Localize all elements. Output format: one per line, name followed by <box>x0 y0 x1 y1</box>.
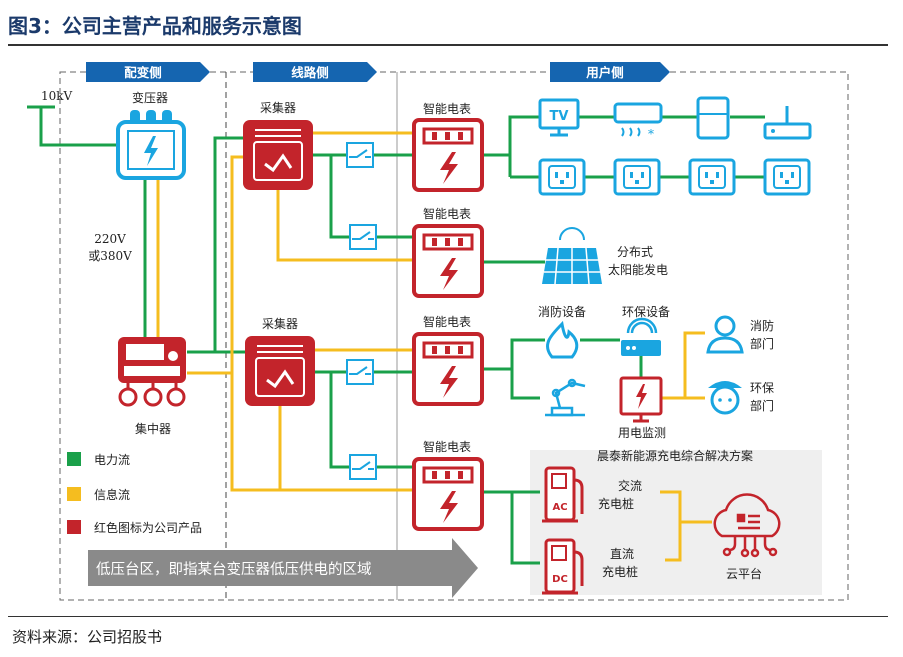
svg-text:TV: TV <box>550 109 569 124</box>
title-rule <box>8 44 888 46</box>
banner-line: 线路侧 <box>253 62 377 82</box>
svg-text:配变侧: 配变侧 <box>124 65 162 80</box>
firefighter-icon <box>706 315 744 354</box>
svg-text:线路侧: 线路侧 <box>291 65 329 80</box>
banner-user: 用户侧 <box>550 62 670 82</box>
smart-meter-label: 智能电表 <box>423 101 471 116</box>
cloud-platform-icon <box>713 493 781 558</box>
socket-icon <box>763 158 811 196</box>
env-dept-label: 环保 <box>750 381 774 395</box>
fridge-icon <box>696 96 730 140</box>
solar-panel-icon <box>542 227 602 285</box>
legend-info-label: 信息流 <box>94 487 130 502</box>
fire-icon <box>546 320 579 359</box>
power-flow-lines <box>27 105 765 565</box>
socket-icon <box>538 158 586 196</box>
legend-product-label: 红色图标为公司产品 <box>94 520 202 535</box>
collector-label: 采集器 <box>260 100 296 115</box>
solar-label: 分布式 <box>617 245 653 259</box>
legend-info-swatch <box>67 487 81 501</box>
robot-arm-icon <box>545 378 586 417</box>
switch-icon <box>346 142 374 168</box>
env-dept-label-2: 部门 <box>750 398 774 413</box>
smart-meter-label: 智能电表 <box>423 206 471 221</box>
solar-label-2: 太阳能发电 <box>608 262 668 277</box>
fire-dept-label-2: 部门 <box>750 336 774 351</box>
socket-icon <box>613 158 661 196</box>
env-sensor-icon <box>621 317 661 356</box>
dc-charger-label-2: 充电桩 <box>602 564 638 579</box>
air-conditioner-icon: * <box>613 102 663 141</box>
low-voltage-area-arrow: 低压台区，即指某台变压器低压供电的区域 <box>88 538 478 598</box>
charging-solution-title: 晨泰新能源充电综合解决方案 <box>597 448 753 463</box>
concentrator-label: 集中器 <box>135 421 171 436</box>
collector-icon <box>241 118 315 192</box>
voltage-in-label: 10kV <box>41 89 73 103</box>
smart-meter-icon <box>412 457 484 531</box>
svg-text:DC: DC <box>552 574 568 585</box>
dc-charger-label: 直流 <box>610 547 634 561</box>
source-note: 资料来源：公司招股书 <box>12 628 163 646</box>
cloud-platform-label: 云平台 <box>726 566 762 581</box>
legend-product-swatch <box>67 520 81 534</box>
info-flow-lines <box>156 131 712 562</box>
switch-icon <box>349 224 377 250</box>
smart-meter-icon <box>412 332 484 406</box>
svg-text:*: * <box>648 127 654 141</box>
svg-text:AC: AC <box>552 502 567 513</box>
power-monitor-icon <box>619 376 663 423</box>
fire-dept-label: 消防 <box>750 318 774 333</box>
smart-meter-icon <box>412 224 484 298</box>
fire-equipment-label: 消防设备 <box>538 304 586 319</box>
charging-area <box>530 450 822 595</box>
footer-rule <box>8 616 888 617</box>
transformer-label: 变压器 <box>132 90 168 105</box>
ac-charger-icon: AC <box>542 466 584 523</box>
tv-icon: TV <box>538 98 580 137</box>
transformer-icon <box>116 110 186 180</box>
collector-label: 采集器 <box>262 316 298 331</box>
collector-icon <box>243 334 317 408</box>
region-frame <box>59 71 849 601</box>
voltage-out-label: 220V <box>94 232 126 246</box>
concentrator-icon <box>118 337 186 407</box>
env-equipment-label: 环保设备 <box>622 305 670 319</box>
ac-charger-label-2: 充电桩 <box>598 496 634 511</box>
smart-meter-label: 智能电表 <box>423 314 471 329</box>
router-icon <box>763 106 812 140</box>
dc-charger-icon: DC <box>542 538 584 595</box>
switch-icon <box>349 454 377 480</box>
socket-icon <box>688 158 736 196</box>
ac-charger-label: 交流 <box>618 478 642 493</box>
figure-title: 图3：公司主营产品和服务示意图 <box>8 14 302 38</box>
monitor-label: 用电监测 <box>618 426 666 440</box>
svg-text:用户侧: 用户侧 <box>585 65 624 80</box>
legend-power-swatch <box>67 452 81 466</box>
smart-meter-label: 智能电表 <box>423 439 471 454</box>
env-officer-icon <box>708 381 742 415</box>
banner-distribution: 配变侧 <box>86 62 210 82</box>
legend-power-label: 电力流 <box>94 453 130 467</box>
svg-text:低压台区，即指某台变压器低压供电的区域: 低压台区，即指某台变压器低压供电的区域 <box>96 561 372 578</box>
smart-meter-icon <box>412 118 484 192</box>
voltage-out-label-2: 或380V <box>88 249 132 263</box>
switch-icon <box>346 359 374 385</box>
